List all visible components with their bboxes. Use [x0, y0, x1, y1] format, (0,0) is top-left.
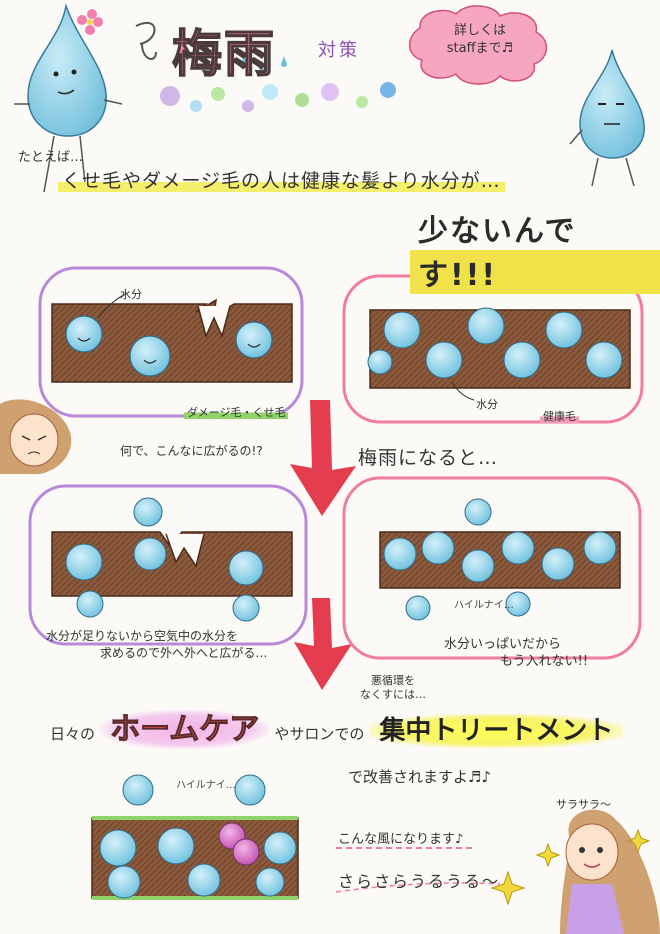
- girl-character-icon: [560, 810, 660, 934]
- water-label-bottom: 水分: [476, 396, 498, 412]
- solution-mid: やサロンでの: [274, 725, 364, 743]
- solution-sentence: 日々の ホームケア やサロンでの 集中トリートメント: [50, 704, 623, 748]
- home-care-label: ホームケア: [100, 710, 269, 749]
- lower-right-desc-line1: 水分いっぱいだから: [444, 636, 588, 653]
- intro-sentence-text: くせ毛やダメージ毛の人は健康な髪より水分が…: [58, 170, 505, 192]
- intro-sentence: くせ毛やダメージ毛の人は健康な髪より水分が…: [58, 166, 505, 193]
- girl-speech: サラサラ〜: [556, 796, 611, 812]
- vicious-cycle-text: 悪循環を なくすには…: [360, 674, 426, 702]
- callout-line2: staffまで♬: [424, 40, 536, 58]
- page-title: 梅雨: [172, 14, 276, 86]
- rainy-season-heading: 梅雨になると…: [358, 443, 498, 470]
- result-caption: こんな風になります♪: [338, 828, 463, 847]
- damaged-hair-strand-rainy: [52, 498, 292, 621]
- water-drop-character-icon: [570, 50, 644, 186]
- solution-prefix: 日々の: [50, 725, 95, 743]
- decorative-dots: [160, 82, 396, 112]
- intro-emphasis: 少ないんです!!!: [410, 206, 660, 294]
- lower-left-desc-line2: 求めるので外へ外へと広がる…: [46, 645, 306, 662]
- intro-lead: たとえば…: [18, 146, 83, 165]
- solution-result: で改善されますよ♬♪: [348, 766, 491, 787]
- lower-right-desc-line2: もう入れない!!: [444, 653, 588, 670]
- callout-text: 詳しくは staffまで♬: [424, 22, 536, 58]
- lower-left-desc-line1: 水分が足りないから空気中の水分を: [46, 628, 306, 645]
- sarasara-text: さらさらうるうる〜: [338, 868, 500, 892]
- akujun-line1: 悪循環を: [360, 674, 426, 688]
- healthy-hair-label-text: 健康毛: [540, 410, 579, 423]
- damaged-hair-label: ダメージ毛・くせ毛: [184, 404, 288, 420]
- hairitai-label: ハイルナイ…: [454, 596, 514, 611]
- bottom-hairitai-label: ハイルナイ…: [176, 776, 236, 791]
- callout-line1: 詳しくは: [424, 22, 536, 40]
- flower-icon: [77, 9, 103, 35]
- lower-right-description: 水分いっぱいだから もう入れない!!: [444, 636, 588, 670]
- damaged-hair-label-text: ダメージ毛・くせ毛: [184, 406, 288, 419]
- lower-left-description: 水分が足りないから空気中の水分を 求めるので外へ外へと広がる…: [46, 628, 306, 662]
- water-label-top: 水分: [120, 286, 142, 302]
- akujun-line2: なくすには…: [360, 688, 426, 702]
- girl-character-icon: [0, 399, 71, 474]
- damaged-hair-strand: [52, 294, 292, 382]
- healthy-hair-strand: [368, 308, 630, 400]
- page-subtitle: 対策: [318, 36, 360, 62]
- question-text: 何で、こんなに広がるの!?: [120, 442, 263, 459]
- treated-hair-strand: [92, 775, 298, 898]
- healthy-hair-label: 健康毛: [540, 408, 579, 424]
- treatment-label: 集中トリートメント: [369, 714, 623, 748]
